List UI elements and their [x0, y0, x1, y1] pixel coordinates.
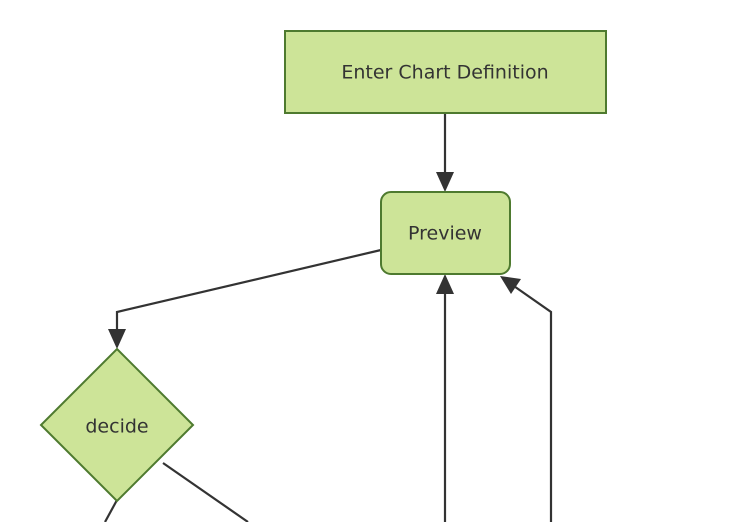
- edge-bottom-right-to-preview-line: [510, 283, 553, 522]
- node-preview[interactable]: Preview: [380, 191, 511, 275]
- node-decide[interactable]: decide: [39, 347, 195, 503]
- edge-preview-to-decide: [108, 248, 382, 349]
- edge-preview-to-decide-arrowhead: [108, 329, 126, 349]
- node-enter-chart-definition-label: Enter Chart Definition: [341, 62, 548, 84]
- edge-bottom-right-to-preview-arrowhead: [500, 276, 521, 294]
- node-decide-label: decide: [85, 416, 148, 438]
- edge-decide-right-out-line: [162, 462, 249, 522]
- edge-enter-to-preview-arrowhead: [436, 172, 454, 192]
- node-enter-chart-definition-shape[interactable]: [284, 30, 607, 114]
- edge-decide-bottom-out-line: [104, 499, 118, 522]
- edge-decide-right-out: [162, 462, 249, 522]
- edge-enter-to-preview: [436, 113, 454, 192]
- edge-bottom-right-to-preview: [500, 276, 553, 522]
- edge-bottom-vertical-to-preview: [436, 274, 454, 522]
- node-preview-shape[interactable]: [380, 191, 511, 275]
- node-preview-label: Preview: [408, 223, 482, 245]
- edge-preview-to-decide-line: [115, 248, 382, 336]
- edge-decide-bottom-out: [104, 499, 118, 522]
- edge-bottom-vertical-to-preview-arrowhead: [436, 274, 454, 294]
- node-decide-shape[interactable]: [39, 347, 195, 503]
- node-enter-chart-definition[interactable]: Enter Chart Definition: [284, 30, 607, 114]
